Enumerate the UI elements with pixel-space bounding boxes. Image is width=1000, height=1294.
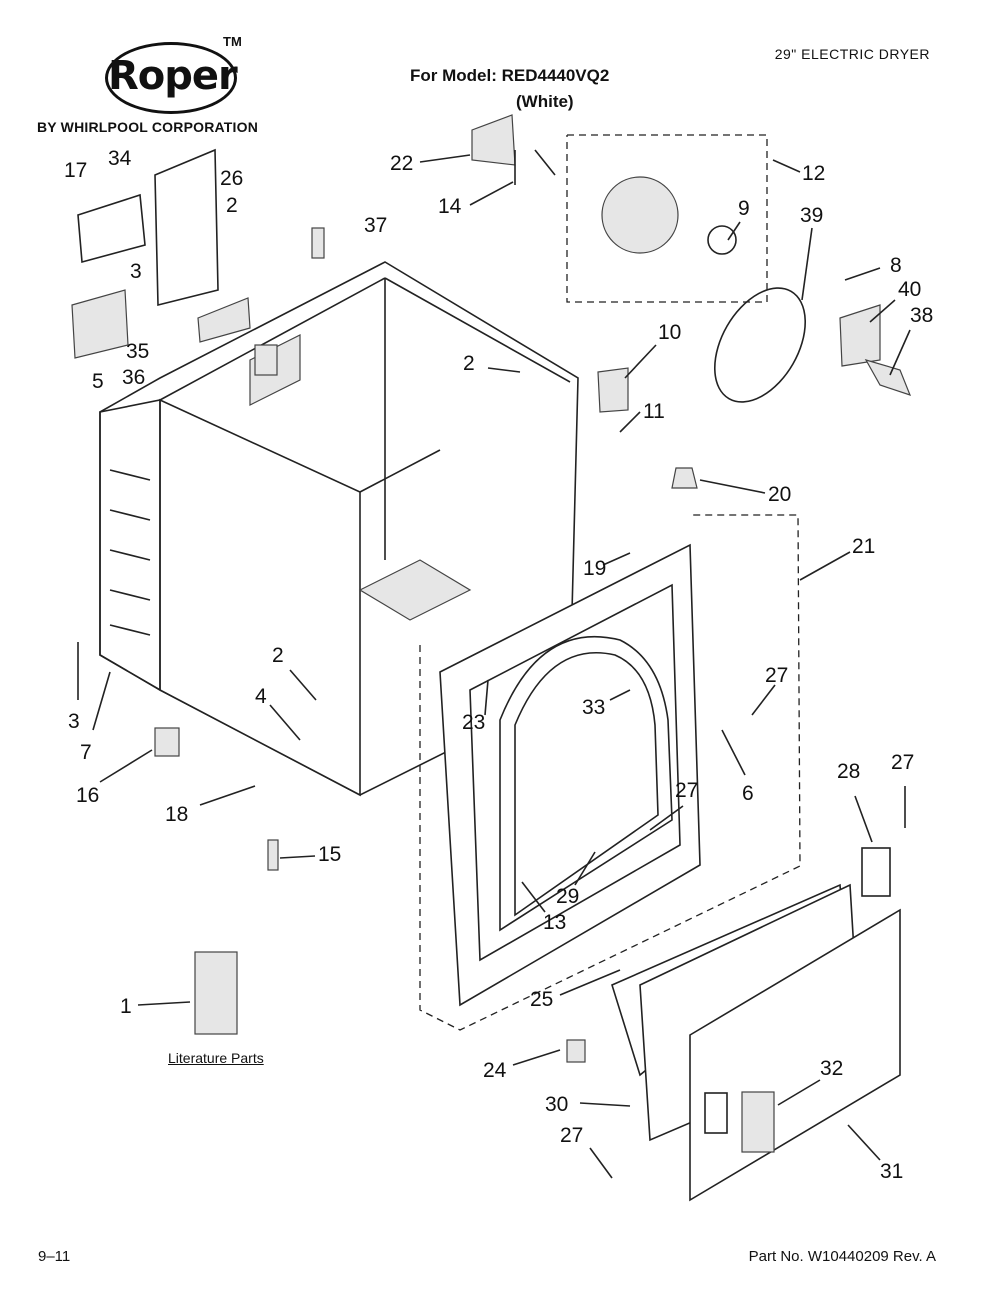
callout-27d: 27 <box>560 1124 583 1147</box>
callout-28: 28 <box>837 760 860 783</box>
callout-38: 38 <box>910 304 933 327</box>
callout-11: 11 <box>643 400 665 423</box>
callout-2c: 2 <box>272 644 284 667</box>
brand-byline: BY WHIRLPOOL CORPORATION <box>37 119 259 135</box>
callout-22: 22 <box>390 152 413 175</box>
callout-10: 10 <box>658 321 681 344</box>
callout-33: 33 <box>582 696 605 719</box>
model-title: For Model: RED4440VQ2 <box>410 66 610 85</box>
callout-3b: 3 <box>68 710 80 733</box>
callout-7: 7 <box>80 741 92 764</box>
leader-lines <box>77 154 911 1179</box>
callout-1: 1 <box>120 995 132 1018</box>
roper-logo: Roper <box>105 42 238 114</box>
callout-29: 29 <box>556 885 579 908</box>
callout-13: 13 <box>543 911 566 934</box>
callout-24: 24 <box>483 1059 507 1082</box>
callout-12: 12 <box>802 162 825 185</box>
part-number: Part No. W10440209 Rev. A <box>748 1248 936 1265</box>
callout-16: 16 <box>76 784 99 807</box>
callout-4: 4 <box>255 685 267 708</box>
callout-19: 19 <box>583 557 606 580</box>
callout-27: 27 <box>765 664 788 687</box>
callout-14: 14 <box>438 195 462 218</box>
callout-27b: 27 <box>891 751 914 774</box>
callout-17: 17 <box>64 159 87 182</box>
callout-20: 20 <box>768 483 791 506</box>
callout-36: 36 <box>122 366 145 389</box>
callout-32: 32 <box>820 1057 843 1080</box>
callout-6: 6 <box>742 782 754 805</box>
callout-40: 40 <box>898 278 921 301</box>
page-range: 9–11 <box>38 1248 71 1265</box>
trademark-mark: TM <box>223 34 242 49</box>
product-title: 29" ELECTRIC DRYER <box>774 46 930 62</box>
callout-2b: 2 <box>463 352 475 375</box>
callout-3: 3 <box>130 260 142 283</box>
callout-5: 5 <box>92 370 104 393</box>
callout-35: 35 <box>126 340 149 363</box>
callout-9: 9 <box>738 197 750 220</box>
callout-18: 18 <box>165 803 188 826</box>
callout-8: 8 <box>890 254 902 277</box>
callout-37: 37 <box>364 214 387 237</box>
callouts: 17 34 26 2 37 3 35 36 5 22 14 12 9 39 8 … <box>64 147 933 1183</box>
callout-25: 25 <box>530 988 553 1011</box>
door-drawing <box>566 847 901 1202</box>
callout-39: 39 <box>800 204 823 227</box>
front-panel-drawing <box>419 514 801 1031</box>
callout-15: 15 <box>318 843 341 866</box>
callout-30: 30 <box>545 1093 568 1116</box>
motor-drawing <box>471 114 807 403</box>
callout-31: 31 <box>880 1160 903 1183</box>
brand-wordmark: Roper <box>108 53 238 99</box>
callout-23: 23 <box>462 711 485 734</box>
small-parts-drawing <box>71 148 912 1035</box>
callout-27c: 27 <box>675 779 698 802</box>
model-color: (White) <box>516 92 574 111</box>
callout-34: 34 <box>108 147 132 170</box>
callout-21: 21 <box>852 535 875 558</box>
callout-26: 26 <box>220 167 243 190</box>
callout-2: 2 <box>226 194 238 217</box>
literature-parts-label: Literature Parts <box>168 1050 264 1066</box>
